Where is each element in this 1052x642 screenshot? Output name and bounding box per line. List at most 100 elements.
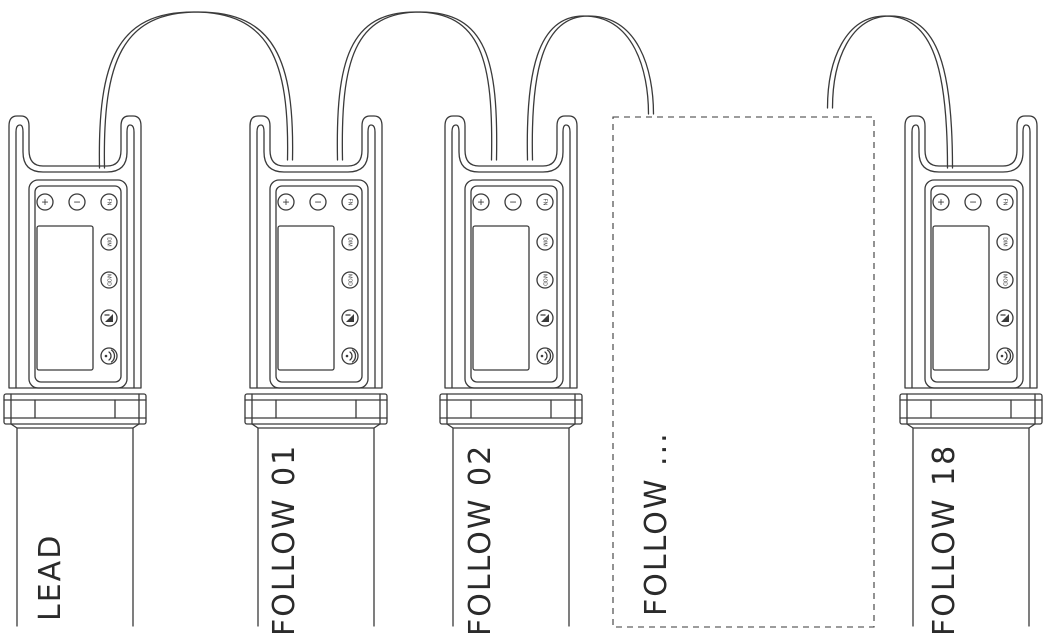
- connector-collar: [439, 393, 583, 425]
- control-panel: [269, 179, 369, 389]
- minus-button: [964, 193, 982, 211]
- fn-button: [341, 193, 359, 211]
- dim-button: [100, 233, 118, 251]
- cable-follow01-to-follow02-line-b: [341, 11, 498, 161]
- fx-mode-icon-glyph: [105, 314, 113, 322]
- fn-button: [100, 193, 118, 211]
- cable-follow01-to-follow02: [336, 11, 498, 161]
- dim-button-label: DIM: [346, 237, 352, 246]
- control-panel: [924, 179, 1024, 389]
- lcd-screen: [277, 225, 335, 371]
- wireless-icon-arc-2: [351, 349, 357, 363]
- plus-button: [277, 193, 295, 211]
- collar-base: [10, 423, 140, 429]
- mod-button-label: MOD: [1001, 274, 1007, 286]
- lcd-screen: [472, 225, 530, 371]
- controller-housing: [904, 115, 1038, 389]
- minus-button: [504, 193, 522, 211]
- lcd-screen: [932, 225, 990, 371]
- controller-housing: [8, 115, 142, 389]
- mod-button: [341, 271, 359, 289]
- controller-inner-rim: [451, 124, 571, 389]
- collar-base: [906, 423, 1036, 429]
- minus-button: [309, 193, 327, 211]
- wireless-icon-dot: [1000, 354, 1004, 358]
- wireless-icon: [996, 347, 1014, 365]
- cable-prev-to-follow18-line-a: [826, 15, 949, 169]
- plus-button-label: +: [282, 195, 289, 209]
- wireless-icon: [341, 347, 359, 365]
- minus-button-label: −: [969, 195, 976, 209]
- plus-button-label: +: [937, 195, 944, 209]
- plus-button-label: +: [41, 195, 48, 209]
- fx-mode-icon-glyph: [1001, 314, 1009, 322]
- plus-button: [472, 193, 490, 211]
- unit-label-follow-18: FOLLOW 18: [927, 443, 962, 636]
- wireless-icon-dot: [104, 354, 108, 358]
- connector-collar: [244, 393, 388, 425]
- control-panel-inner: [930, 185, 1018, 383]
- wireless-icon: [100, 347, 118, 365]
- fx-mode-icon: [996, 309, 1014, 327]
- plus-button-label: +: [477, 195, 484, 209]
- cable-lead-to-follow01-line-b: [103, 11, 294, 169]
- mod-button: [100, 271, 118, 289]
- wireless-icon-dot: [540, 354, 544, 358]
- fx-mode-icon: [341, 309, 359, 327]
- wireless-icon-arc-2: [546, 349, 552, 363]
- mod-button: [996, 271, 1014, 289]
- mod-button-label: MOD: [105, 274, 111, 286]
- wireless-icon-arc-2: [110, 349, 116, 363]
- dim-button-label: DIM: [105, 237, 111, 246]
- fx-mode-icon-glyph: [541, 314, 549, 322]
- minus-button-label: −: [73, 195, 80, 209]
- control-panel-inner: [470, 185, 558, 383]
- fx-mode-icon-glyph: [346, 314, 354, 322]
- fn-button-label: FN: [1001, 199, 1007, 206]
- unit-follow-01: + − FN DIM MOD: [244, 115, 388, 627]
- wireless-icon-arc-1: [349, 351, 353, 361]
- controller-housing: [444, 115, 578, 389]
- plus-button: [36, 193, 54, 211]
- connector-collar: [3, 393, 147, 425]
- unit-follow-18: + − FN DIM MOD: [899, 115, 1043, 627]
- control-panel-inner: [34, 185, 122, 383]
- cable-follow02-to-next: [526, 15, 655, 161]
- unit-label-follow-placeholder: FOLLOW ...: [639, 431, 674, 616]
- collar-base: [446, 423, 576, 429]
- connector-collar: [899, 393, 1043, 425]
- collar-base: [251, 423, 381, 429]
- cable-follow01-to-follow02-line-a: [336, 11, 493, 161]
- unit-label-follow-01: FOLLOW 01: [267, 443, 302, 636]
- mod-button-label: MOD: [346, 274, 352, 286]
- dim-button-label: DIM: [541, 237, 547, 246]
- fn-button-label: FN: [105, 199, 111, 206]
- wireless-icon-arc-1: [544, 351, 548, 361]
- minus-button-label: −: [509, 195, 516, 209]
- fn-button: [536, 193, 554, 211]
- unit-lead: + − FN DIM MOD: [3, 115, 147, 627]
- cable-follow02-to-next-line-a: [526, 15, 650, 161]
- cable-lead-to-follow01: [98, 11, 294, 169]
- control-panel: [28, 179, 128, 389]
- wireless-icon-arc-1: [108, 351, 112, 361]
- plus-button: [932, 193, 950, 211]
- minus-button-label: −: [314, 195, 321, 209]
- wireless-icon: [536, 347, 554, 365]
- controller-inner-rim: [911, 124, 1031, 389]
- fn-button-label: FN: [346, 199, 352, 206]
- unit-placeholder-dashed: [612, 116, 875, 628]
- dim-button-label: DIM: [1001, 237, 1007, 246]
- fn-button: [996, 193, 1014, 211]
- cable-follow02-to-next-line-b: [531, 15, 655, 161]
- control-panel-inner: [275, 185, 363, 383]
- cable-prev-to-follow18-line-b: [831, 15, 954, 169]
- fx-mode-icon: [100, 309, 118, 327]
- controller-inner-rim: [256, 124, 376, 389]
- control-panel: [464, 179, 564, 389]
- lcd-screen: [36, 225, 94, 371]
- controller-inner-rim: [15, 124, 135, 389]
